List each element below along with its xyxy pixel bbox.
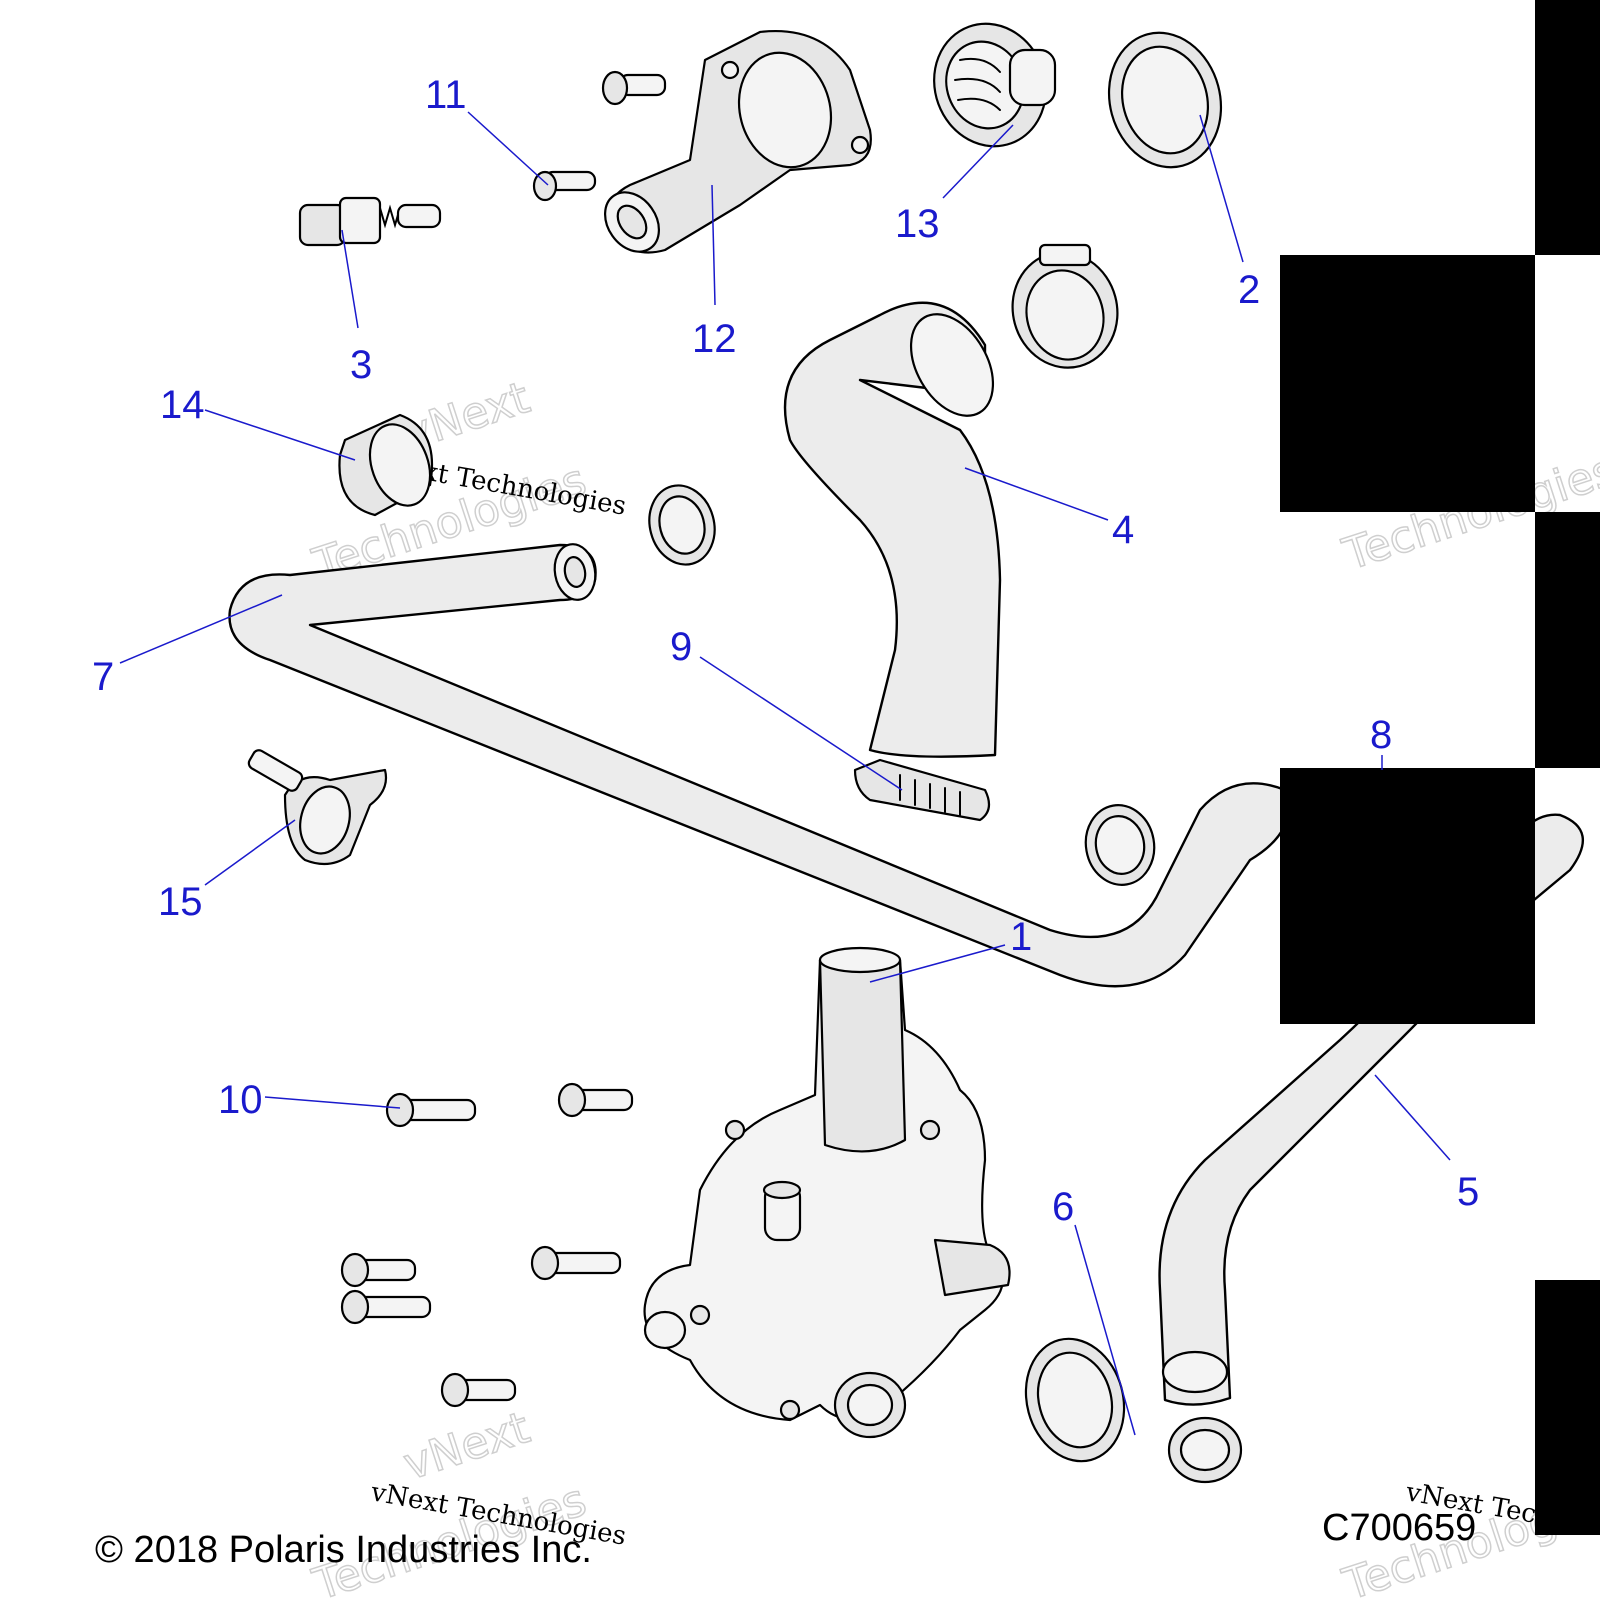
leader-10 (264, 1096, 401, 1109)
leader-1 (869, 944, 1006, 983)
leader-12 (711, 184, 716, 306)
part-hose-upper (783, 301, 1002, 758)
leader-15 (204, 819, 296, 886)
part-thermostat (933, 22, 1057, 148)
bolt-4 (340, 1289, 432, 1325)
part-bolt-upper (601, 70, 667, 106)
redaction-block-3 (1535, 512, 1600, 768)
part-hose-lower (1158, 813, 1585, 1406)
leader-5 (1374, 1074, 1451, 1161)
part-o-ring-6 (1024, 1337, 1126, 1463)
callout-11: 11 (425, 73, 467, 117)
callout-15: 15 (158, 880, 203, 924)
callout-1: 1 (1010, 915, 1032, 959)
leader-2 (1199, 114, 1244, 263)
callout-6: 6 (1052, 1185, 1074, 1229)
leader-11 (467, 111, 549, 186)
part-bolts-10 (340, 1082, 634, 1408)
callout-3: 3 (350, 343, 372, 387)
redaction-blocks (1280, 0, 1600, 1535)
copyright-text: © 2018 Polaris Industries Inc. (95, 1529, 592, 1571)
part-sleeve-14 (338, 413, 434, 517)
diagram-code: C700659 (1322, 1507, 1476, 1549)
part-clamp-8 (1084, 804, 1156, 886)
callout-8: 8 (1370, 713, 1392, 757)
leader-6 (1074, 1224, 1136, 1436)
redaction-block-4 (1280, 768, 1535, 1024)
watermark-brand-bottom: vNext (398, 1402, 536, 1490)
redaction-block-5 (1535, 1280, 1600, 1535)
callout-4: 4 (1112, 508, 1134, 552)
callout-14: 14 (160, 383, 205, 427)
leader-13 (942, 124, 1014, 199)
leader-3 (341, 229, 359, 329)
bolt-5 (530, 1245, 622, 1281)
part-hose-bypass (228, 543, 1290, 988)
bolt-3 (340, 1252, 417, 1288)
callout-10: 10 (218, 1078, 263, 1122)
callout-numbers: 1 2 3 4 5 6 7 8 9 10 11 12 13 14 15 (92, 73, 1479, 1229)
leader-7 (119, 594, 283, 664)
leader-9 (699, 656, 903, 791)
part-clamp-15 (247, 749, 388, 866)
callout-9: 9 (670, 625, 692, 669)
leader-lines (119, 111, 1451, 1436)
part-clamp-9 (853, 758, 991, 822)
part-o-ring-2 (1107, 31, 1223, 169)
redaction-block-1 (1535, 0, 1600, 255)
redaction-block-2 (1280, 255, 1535, 512)
part-clamp-lower (1167, 1416, 1243, 1484)
bolt-6 (440, 1372, 517, 1408)
bolt-2 (557, 1082, 634, 1118)
callout-2: 2 (1238, 268, 1260, 312)
leader-14 (204, 409, 356, 461)
part-bolt-11 (532, 170, 597, 202)
callout-7: 7 (92, 655, 114, 699)
callout-12: 12 (692, 317, 737, 361)
callout-13: 13 (895, 202, 940, 246)
callout-5: 5 (1457, 1170, 1479, 1214)
leader-4 (964, 467, 1109, 521)
part-thermostat-housing (604, 30, 872, 254)
part-water-pump (643, 946, 1011, 1439)
part-temp-sensor (298, 196, 442, 247)
bolt-1 (385, 1092, 477, 1128)
part-clamp-upper (1011, 243, 1119, 369)
part-clamp-small (648, 484, 716, 566)
